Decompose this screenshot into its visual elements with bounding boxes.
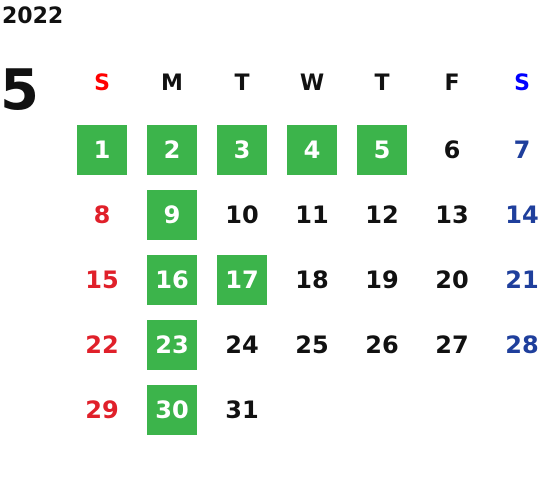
week-row: 15 16 17 18 19 20 21	[67, 255, 548, 305]
day-cell[interactable]: 15	[85, 266, 119, 294]
day-cell[interactable]: 4	[287, 125, 337, 175]
weekday-thursday: T	[374, 70, 390, 96]
day-cell[interactable]: 19	[365, 266, 399, 294]
day-cell[interactable]: 26	[365, 331, 399, 359]
weekday-sunday: S	[94, 70, 110, 96]
day-cell[interactable]: 27	[435, 331, 469, 359]
day-cell[interactable]: 8	[93, 201, 111, 229]
day-cell[interactable]: 25	[295, 331, 329, 359]
weekday-header: S M T W T F S	[67, 58, 548, 108]
day-cell[interactable]: 1	[77, 125, 127, 175]
day-cell[interactable]: 18	[295, 266, 329, 294]
weekday-monday: M	[161, 70, 183, 96]
day-cell[interactable]: 14	[505, 201, 539, 229]
day-cell[interactable]: 24	[225, 331, 259, 359]
day-cell[interactable]: 10	[225, 201, 259, 229]
week-row: 8 9 10 11 12 13 14	[67, 190, 548, 240]
day-cell[interactable]: 12	[365, 201, 399, 229]
week-row: 22 23 24 25 26 27 28	[67, 320, 548, 370]
weekday-tuesday: T	[234, 70, 250, 96]
day-cell[interactable]: 6	[443, 136, 461, 164]
day-cell[interactable]: 23	[147, 320, 197, 370]
weekday-friday: F	[444, 70, 460, 96]
day-cell[interactable]: 5	[357, 125, 407, 175]
day-cell[interactable]: 30	[147, 385, 197, 435]
day-cell[interactable]: 9	[147, 190, 197, 240]
day-cell[interactable]: 28	[505, 331, 539, 359]
day-cell[interactable]: 29	[85, 396, 119, 424]
day-cell[interactable]: 20	[435, 266, 469, 294]
week-row: 1 2 3 4 5 6 7	[67, 125, 548, 175]
day-cell[interactable]: 16	[147, 255, 197, 305]
day-cell[interactable]: 21	[505, 266, 539, 294]
week-row: 29 30 31	[67, 385, 548, 435]
day-cell[interactable]: 17	[217, 255, 267, 305]
day-cell[interactable]: 13	[435, 201, 469, 229]
day-cell[interactable]: 3	[217, 125, 267, 175]
day-cell[interactable]: 2	[147, 125, 197, 175]
month-number: 5	[0, 58, 39, 123]
day-cell[interactable]: 7	[513, 136, 531, 164]
weekday-saturday: S	[514, 70, 530, 96]
weekday-wednesday: W	[299, 70, 325, 96]
day-cell[interactable]: 31	[225, 396, 259, 424]
day-cell[interactable]: 22	[85, 331, 119, 359]
day-cell[interactable]: 11	[295, 201, 329, 229]
year-label: 2022	[2, 4, 64, 29]
